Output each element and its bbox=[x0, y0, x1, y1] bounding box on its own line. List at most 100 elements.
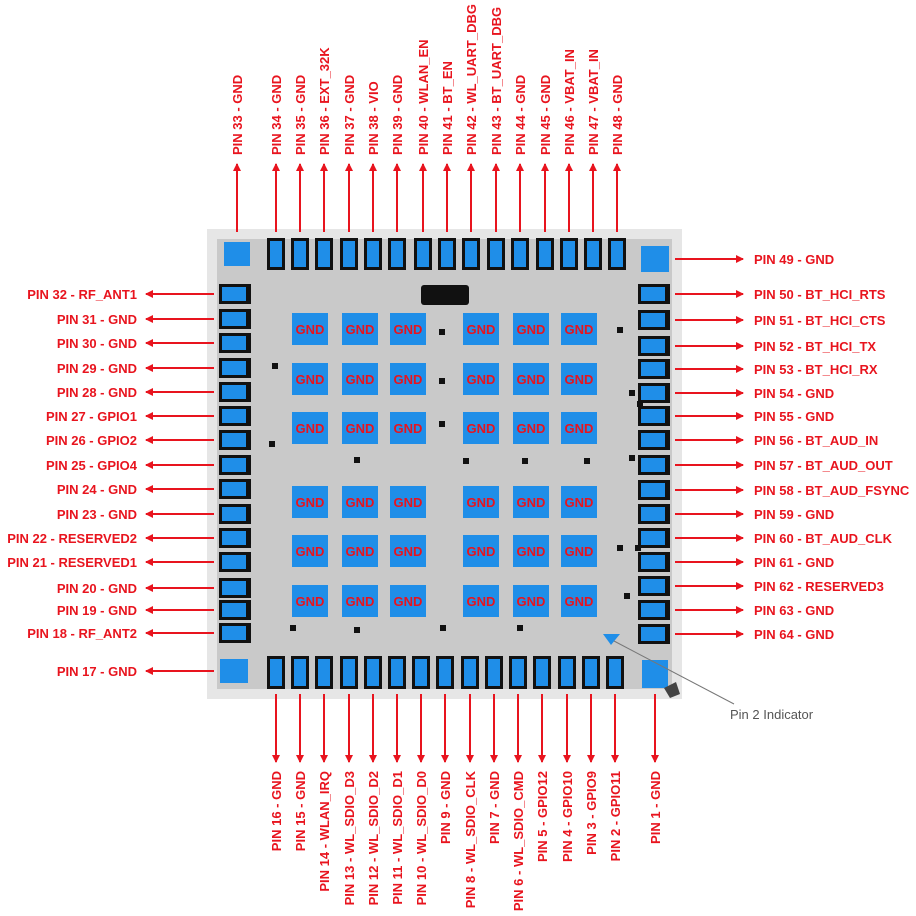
fiducial-dot bbox=[629, 390, 635, 396]
pad bbox=[415, 659, 427, 686]
pin-label: PIN 7 - GND bbox=[487, 771, 502, 844]
corner-pad bbox=[642, 660, 668, 688]
gnd-pad-label: GND bbox=[467, 495, 496, 510]
pin-label: PIN 58 - BT_AUD_FSYNC bbox=[754, 483, 910, 498]
gnd-pad-square bbox=[561, 363, 597, 395]
pin-label: PIN 8 - WL_SDIO_CLK bbox=[463, 770, 478, 908]
gnd-pad-label: GND bbox=[517, 495, 546, 510]
pad bbox=[343, 659, 355, 686]
pin-label: PIN 50 - BT_HCI_RTS bbox=[754, 287, 886, 302]
pad bbox=[222, 409, 246, 423]
pad bbox=[561, 659, 573, 686]
pin-label: PIN 19 - GND bbox=[57, 603, 137, 618]
pad bbox=[439, 659, 451, 686]
pin-pin-17-gnd: PIN 17 - GND bbox=[57, 659, 248, 683]
pin-pin-9-gnd: PIN 9 - GND bbox=[436, 656, 454, 844]
gnd-pad: GND bbox=[390, 412, 426, 444]
gnd-pad: GND bbox=[342, 313, 378, 345]
pin-pin-11-wl-sdio-d1: PIN 11 - WL_SDIO_D1 bbox=[388, 656, 406, 905]
pin-pin-32-rf-ant1: PIN 32 - RF_ANT1 bbox=[27, 284, 251, 304]
pin-label: PIN 39 - GND bbox=[390, 75, 405, 155]
gnd-pad: GND bbox=[342, 535, 378, 567]
pin-pin-63-gnd: PIN 63 - GND bbox=[638, 600, 834, 620]
pin-pin-64-gnd: PIN 64 - GND bbox=[638, 624, 834, 644]
gnd-pad-label: GND bbox=[296, 372, 325, 387]
pin-label: PIN 18 - RF_ANT2 bbox=[27, 626, 137, 641]
corner-pad bbox=[224, 242, 250, 266]
pin-pin-56-bt-aud-in: PIN 56 - BT_AUD_IN bbox=[638, 430, 878, 450]
pad bbox=[641, 409, 665, 423]
gnd-pad: GND bbox=[561, 535, 597, 567]
pin-label: PIN 21 - RESERVED1 bbox=[7, 555, 137, 570]
pin-label: PIN 29 - GND bbox=[57, 361, 137, 376]
pin-label: PIN 3 - GPIO9 bbox=[584, 771, 599, 855]
gnd-pad-square bbox=[292, 585, 328, 617]
gnd-pad-label: GND bbox=[467, 594, 496, 609]
gnd-pad: GND bbox=[390, 585, 426, 617]
fiducial-dot bbox=[269, 441, 275, 447]
pad bbox=[318, 241, 330, 267]
pad bbox=[222, 336, 246, 350]
pin-label: PIN 9 - GND bbox=[438, 771, 453, 844]
pad bbox=[611, 241, 623, 267]
pad bbox=[222, 555, 246, 569]
pad bbox=[641, 483, 665, 497]
pin-label: PIN 52 - BT_HCI_TX bbox=[754, 339, 876, 354]
pad bbox=[539, 241, 551, 267]
pin-label: PIN 38 - VIO bbox=[366, 81, 381, 155]
gnd-pad: GND bbox=[513, 363, 549, 395]
pin-label: PIN 4 - GPIO10 bbox=[560, 771, 575, 862]
gnd-pad-label: GND bbox=[467, 544, 496, 559]
pin-pin-39-gnd: PIN 39 - GND bbox=[388, 75, 406, 270]
pad bbox=[270, 241, 282, 267]
gnd-pad-square bbox=[463, 486, 499, 518]
pad bbox=[391, 659, 403, 686]
pin-label: PIN 22 - RESERVED2 bbox=[7, 531, 137, 546]
pad bbox=[222, 287, 246, 301]
pin-label: PIN 24 - GND bbox=[57, 482, 137, 497]
pin-label: PIN 27 - GPIO1 bbox=[46, 409, 137, 424]
fiducial-dot bbox=[637, 401, 643, 407]
pin-label: PIN 20 - GND bbox=[57, 581, 137, 596]
pad bbox=[641, 313, 665, 327]
pad bbox=[318, 659, 330, 686]
pad bbox=[367, 659, 379, 686]
pin-label: PIN 61 - GND bbox=[754, 555, 834, 570]
gnd-pad: GND bbox=[561, 313, 597, 345]
pin-label: PIN 1 - GND bbox=[648, 771, 663, 844]
pin-pin-46-vbat-in: PIN 46 - VBAT_IN bbox=[560, 49, 578, 270]
pad bbox=[641, 458, 665, 472]
pad bbox=[222, 433, 246, 447]
gnd-pad-square bbox=[513, 412, 549, 444]
gnd-pad-square bbox=[292, 313, 328, 345]
pad bbox=[641, 507, 665, 521]
pad bbox=[641, 339, 665, 353]
gnd-pad-square bbox=[342, 313, 378, 345]
pin-pin-38-vio: PIN 38 - VIO bbox=[364, 81, 382, 270]
gnd-pad: GND bbox=[513, 535, 549, 567]
pin-label: PIN 15 - GND bbox=[293, 771, 308, 851]
gnd-pad-label: GND bbox=[394, 372, 423, 387]
pin-label: PIN 6 - WL_SDIO_CMD bbox=[511, 771, 526, 911]
pin-pin-43-bt-uart-dbg: PIN 43 - BT_UART_DBG bbox=[487, 7, 505, 270]
gnd-pad: GND bbox=[390, 363, 426, 395]
gnd-pad: GND bbox=[513, 585, 549, 617]
pin-pin-52-bt-hci-tx: PIN 52 - BT_HCI_TX bbox=[638, 336, 876, 356]
pin-label: PIN 45 - GND bbox=[538, 75, 553, 155]
fiducial-dot bbox=[439, 378, 445, 384]
pin-pin-12-wl-sdio-d2: PIN 12 - WL_SDIO_D2 bbox=[364, 656, 382, 905]
gnd-pad-square bbox=[463, 535, 499, 567]
gnd-pad-label: GND bbox=[517, 594, 546, 609]
gnd-pad-square bbox=[513, 363, 549, 395]
gnd-pad-label: GND bbox=[517, 372, 546, 387]
fiducial-dot bbox=[517, 625, 523, 631]
pad bbox=[585, 659, 597, 686]
pin-pin-29-gnd: PIN 29 - GND bbox=[57, 358, 251, 378]
pin-label: PIN 59 - GND bbox=[754, 507, 834, 522]
gnd-pad-label: GND bbox=[394, 544, 423, 559]
pin-pin-13-wl-sdio-d3: PIN 13 - WL_SDIO_D3 bbox=[340, 656, 358, 905]
pin-pin-50-bt-hci-rts: PIN 50 - BT_HCI_RTS bbox=[638, 284, 886, 304]
